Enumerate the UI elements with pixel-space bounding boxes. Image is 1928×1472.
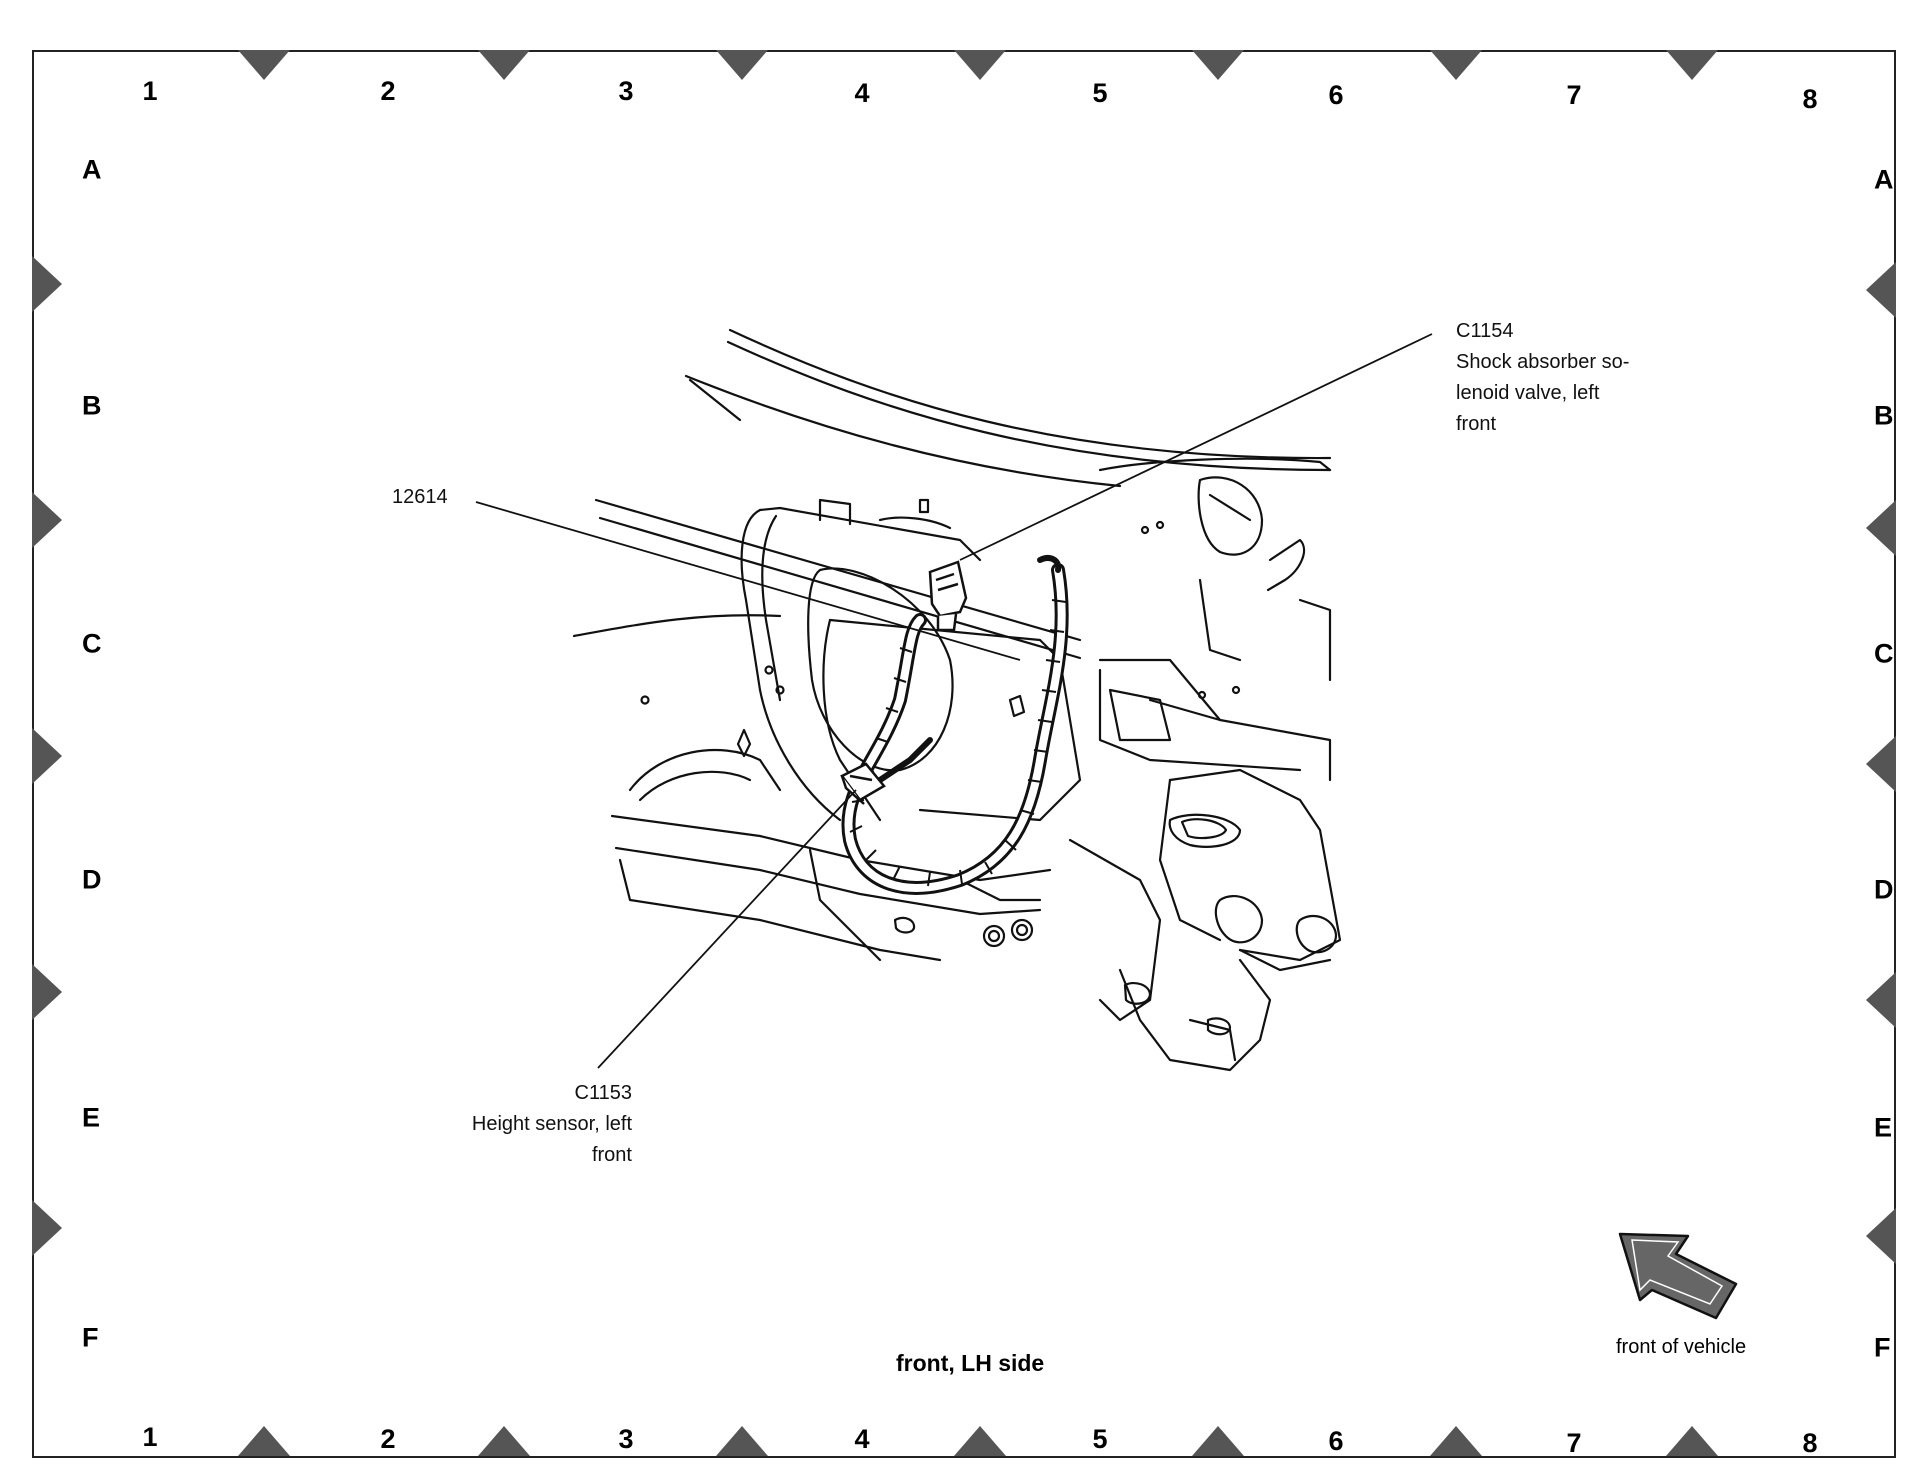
leader-line-c1154	[959, 333, 1433, 561]
callout-description-line: lenoid valve, left	[1456, 382, 1600, 404]
grid-marker	[478, 1426, 530, 1456]
grid-marker	[32, 256, 62, 312]
grid-marker	[1666, 50, 1718, 80]
grid-marker	[716, 50, 768, 80]
grid-row-label: F	[1874, 1332, 1891, 1363]
grid-col-label: 1	[142, 1422, 158, 1452]
grid-marker	[32, 964, 62, 1020]
grid-row-label: C	[82, 628, 102, 659]
callout-c1154: C1154 Shock absorber so- lenoid valve, l…	[1456, 316, 1716, 440]
grid-marker	[32, 728, 62, 784]
callout-12614: 12614	[392, 482, 448, 513]
grid-col-label: 4	[854, 1424, 870, 1454]
grid-col-label: 3	[618, 76, 634, 106]
grid-marker	[954, 50, 1006, 80]
grid-row-label: A	[82, 154, 102, 185]
grid-row-label: D	[82, 864, 102, 895]
grid-marker	[1866, 1208, 1896, 1264]
grid-marker	[32, 1200, 62, 1256]
grid-marker	[716, 1426, 768, 1456]
grid-col-label: 2	[380, 76, 396, 106]
grid-col-label: 7	[1566, 1428, 1582, 1458]
grid-col-label: 5	[1092, 1424, 1108, 1454]
front-direction-arrow-icon	[1618, 1232, 1738, 1320]
grid-marker	[1430, 1426, 1482, 1456]
grid-row-label: B	[82, 390, 102, 421]
grid-col-label: 7	[1566, 80, 1582, 110]
callout-c1153: C1153 Height sensor, left front	[400, 1078, 632, 1171]
grid-col-label: 6	[1328, 1426, 1344, 1456]
grid-marker	[1866, 736, 1896, 792]
grid-marker	[238, 50, 290, 80]
grid-col-label: 2	[380, 1424, 396, 1454]
grid-col-label: 6	[1328, 80, 1344, 110]
grid-col-label: 4	[854, 78, 870, 108]
grid-col-label: 1	[142, 76, 158, 106]
grid-row-label: C	[1874, 638, 1894, 669]
leader-line-12614	[475, 501, 1021, 661]
grid-marker	[1192, 50, 1244, 80]
callout-description-line: Shock absorber so-	[1456, 351, 1630, 373]
callout-code: C1154	[1456, 320, 1514, 342]
grid-row-label: D	[1874, 874, 1894, 905]
view-caption: front, LH side	[896, 1350, 1045, 1376]
grid-marker	[32, 492, 62, 548]
grid-marker	[1192, 1426, 1244, 1456]
grid-marker	[954, 1426, 1006, 1456]
grid-row-label: F	[82, 1322, 99, 1353]
grid-marker	[1866, 972, 1896, 1028]
orientation-label: front of vehicle	[1616, 1336, 1747, 1358]
callout-code: C1153	[574, 1082, 632, 1104]
grid-col-label: 5	[1092, 78, 1108, 108]
callout-description-line: front	[591, 1144, 632, 1166]
grid-marker	[1866, 500, 1896, 556]
grid-col-label: 8	[1802, 1428, 1818, 1458]
callout-description-line: Height sensor, left	[471, 1113, 632, 1135]
grid-row-label: E	[1874, 1112, 1893, 1143]
leader-line-c1153	[597, 789, 857, 1069]
grid-marker	[1430, 50, 1482, 80]
grid-col-label: 3	[618, 1424, 634, 1454]
grid-marker	[478, 50, 530, 80]
connector-c1154	[928, 560, 968, 632]
callout-code: 12614	[392, 486, 448, 508]
grid-col-label: 8	[1802, 84, 1818, 114]
grid-row-label: E	[82, 1102, 101, 1133]
grid-row-label: A	[1874, 164, 1894, 195]
grid-marker	[238, 1426, 290, 1456]
callout-description-line: front	[1456, 413, 1497, 435]
grid-marker	[1666, 1426, 1718, 1456]
grid-row-label: B	[1874, 400, 1894, 431]
grid-marker	[1866, 262, 1896, 318]
